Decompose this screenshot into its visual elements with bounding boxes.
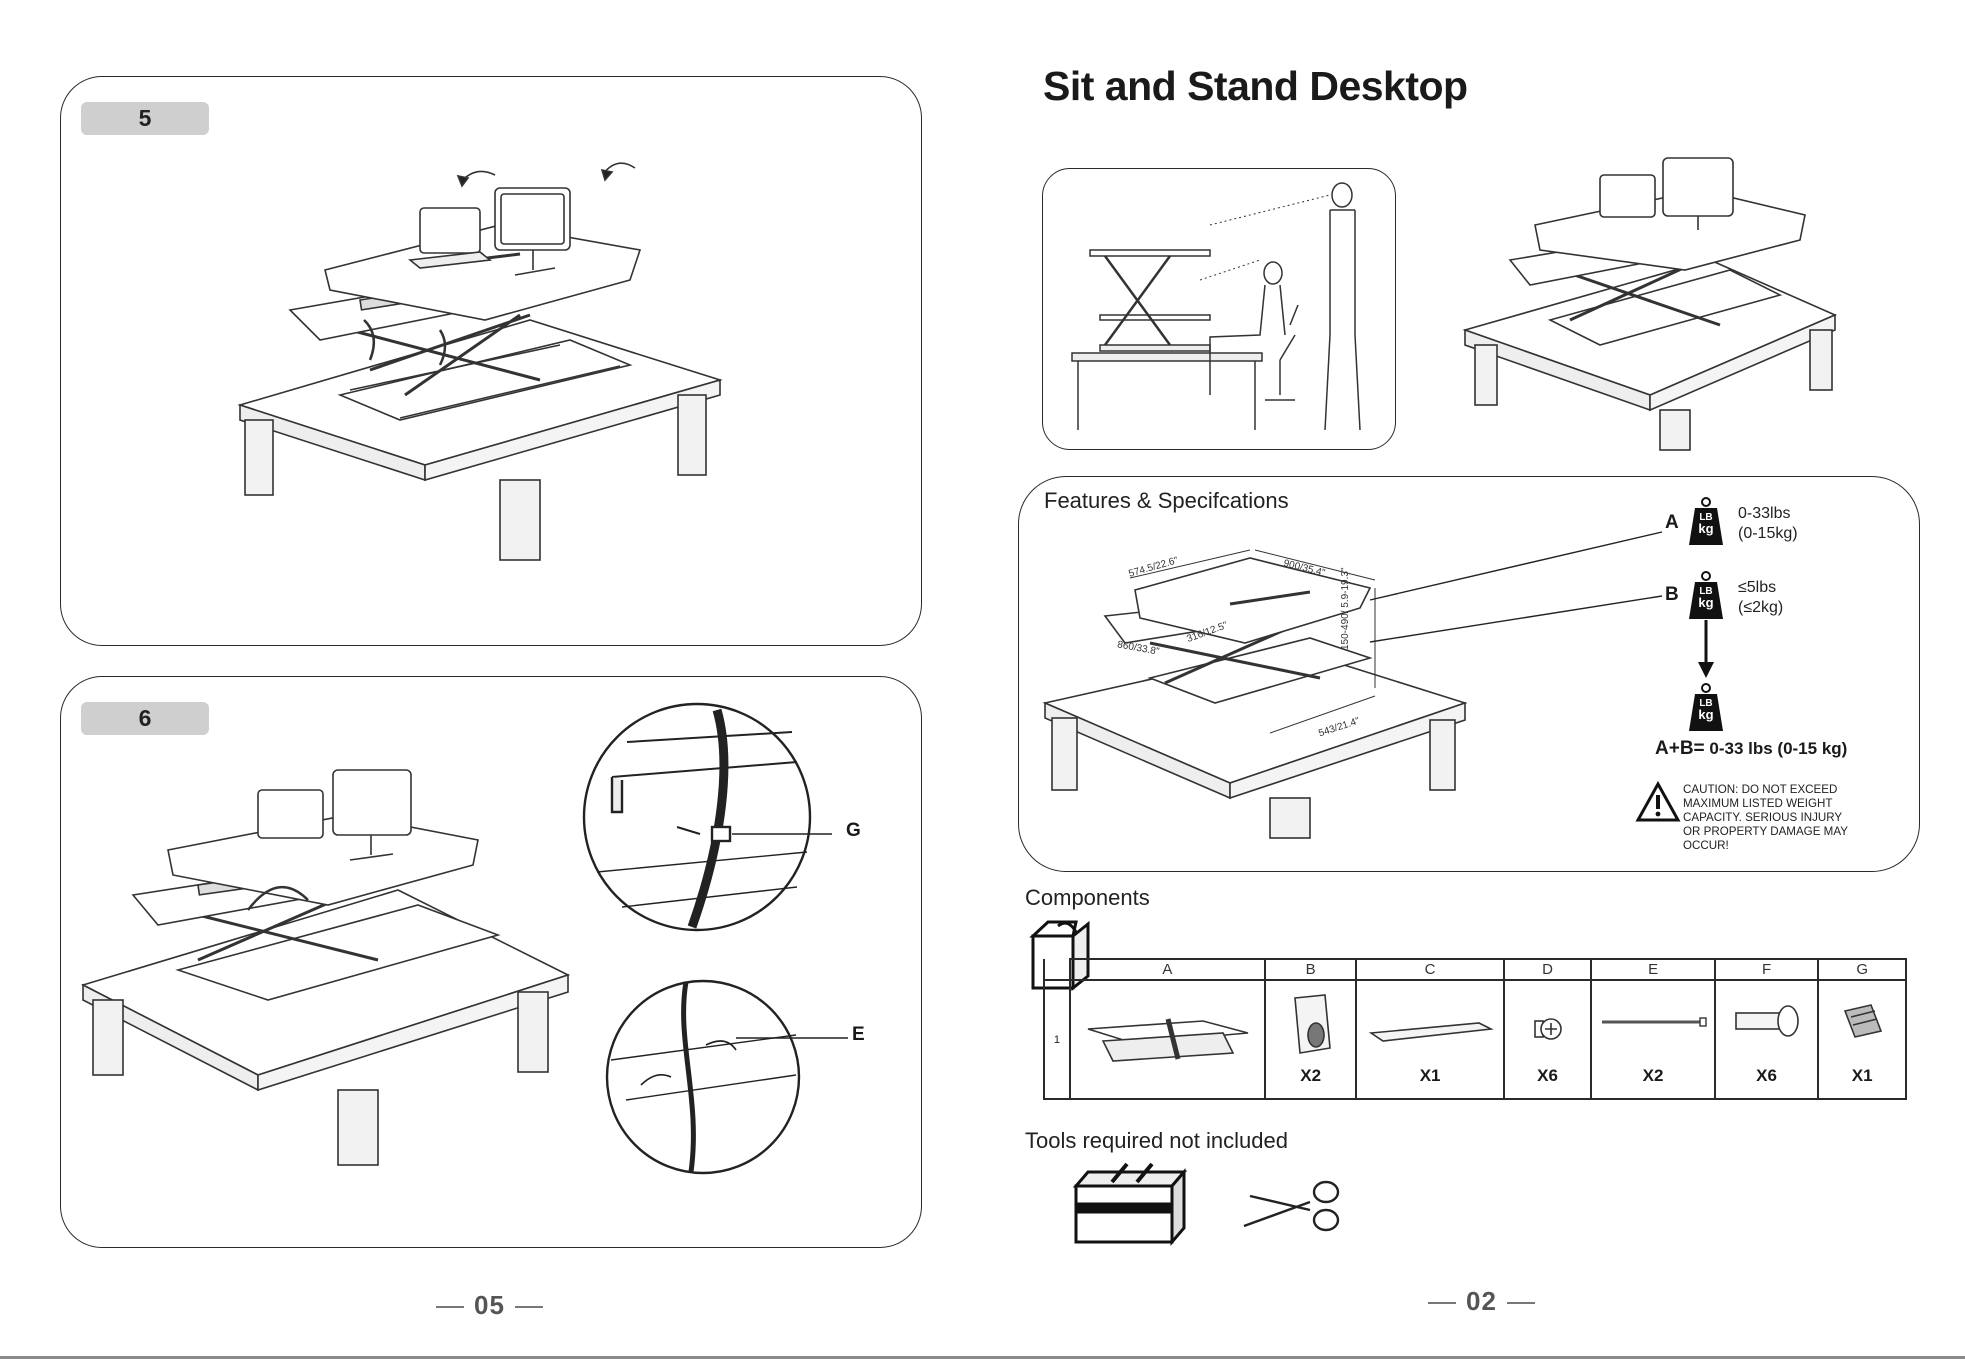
step-6-badge: 6 [81, 702, 209, 735]
component-d-cell: X6 [1502, 979, 1593, 1100]
features-heading: Features & Specifcations [1044, 488, 1289, 513]
detail-circle-g [582, 702, 832, 932]
sit-stand-illustration [1071, 182, 1361, 431]
step-5-illustration [237, 162, 723, 561]
component-a-cell [1068, 979, 1266, 1100]
column-header-f: F [1713, 958, 1820, 981]
desk-dimension-illustration [1042, 549, 1468, 839]
component-f-qty: X6 [1756, 1066, 1777, 1085]
weight-label-b: B [1665, 584, 1679, 605]
component-c-cell: X1 [1355, 979, 1505, 1100]
warning-icon [1635, 780, 1681, 822]
detail-circle-e [605, 979, 848, 1175]
sit-stand-comparison-panel [1042, 168, 1396, 450]
weight-icon-total [1689, 683, 1723, 731]
weight-label-a: A [1665, 512, 1679, 533]
weight-icon-total-lb: LB [1699, 698, 1713, 709]
component-b-cell: X2 [1263, 979, 1358, 1100]
components-table: A B C D E F G 1 X2 [1043, 958, 1907, 1100]
cable-clip-icon [1844, 1004, 1883, 1038]
total-capacity: A+B= 0-33 lbs (0-15 kg) [1655, 738, 1847, 760]
components-heading: Components [1025, 885, 1150, 910]
bracket-icon [1293, 994, 1331, 1054]
component-f-cell: X6 [1713, 979, 1820, 1100]
components-corner-cell [1043, 959, 1071, 981]
components-row: 1 X2 X1 [1043, 979, 1907, 1100]
total-prefix: A+B= [1655, 738, 1705, 759]
toolbox-icon [1072, 1162, 1188, 1247]
column-header-c: C [1355, 958, 1505, 981]
component-g-qty: X1 [1851, 1066, 1873, 1085]
component-e-cell: X2 [1590, 979, 1716, 1100]
component-b-qty: X2 [1300, 1066, 1322, 1085]
weight-a-lbs: 0-33lbs [1738, 505, 1791, 522]
caution-line-5: OCCUR! [1683, 839, 1729, 852]
callout-label-g: G [846, 820, 861, 841]
callout-label-e: E [852, 1024, 865, 1045]
weight-a-values: 0-33lbs (0-15kg) [1738, 504, 1798, 544]
page-number-left: 05 [426, 1290, 553, 1321]
column-header-b: B [1263, 958, 1358, 981]
weight-b-kg: (≤2kg) [1738, 599, 1784, 616]
weight-icon-b-kg: kg [1698, 595, 1714, 610]
total-value: 0-33 lbs (0-15 kg) [1709, 739, 1848, 758]
scissors-icon [1243, 1180, 1340, 1232]
column-header-g: G [1817, 958, 1907, 981]
bolt-icon [1734, 1005, 1799, 1037]
weight-icon-b [1689, 571, 1723, 619]
component-d-qty: X6 [1537, 1066, 1558, 1085]
caution-line-2: MAXIMUM LISTED WEIGHT [1683, 797, 1833, 810]
screw-icon [1533, 1018, 1562, 1040]
caution-line-4: OR PROPERTY DAMAGE MAY [1683, 825, 1848, 838]
component-a-qty [1071, 1086, 1264, 1098]
weight-leader-lines [1369, 531, 1663, 643]
page-number-right: 02 [1418, 1286, 1545, 1317]
rod-icon [1602, 1017, 1708, 1027]
page-title: Sit and Stand Desktop [1043, 63, 1468, 109]
column-header-d: D [1502, 958, 1593, 981]
weight-icon-a-lb: LB [1699, 512, 1713, 523]
weight-icon-a-kg: kg [1698, 521, 1714, 536]
caution-line-3: CAPACITY. SERIOUS INJURY [1683, 811, 1843, 824]
weight-b-lbs: ≤5lbs [1738, 579, 1777, 596]
weight-icon-b-lb: LB [1699, 586, 1713, 597]
tools-heading: Tools required not included [1025, 1128, 1288, 1153]
components-header-row: A B C D E F G [1043, 958, 1907, 981]
caution-text: CAUTION: DO NOT EXCEED MAXIMUM LISTED WE… [1683, 783, 1848, 853]
weight-a-kg: (0-15kg) [1738, 525, 1798, 542]
step-6-illustration [80, 769, 571, 1166]
weight-b-values: ≤5lbs (≤2kg) [1738, 578, 1783, 618]
standing-desk-illustration [1462, 157, 1838, 451]
page-number-left-text: 05 [474, 1290, 505, 1320]
weight-icon-a [1689, 497, 1723, 545]
weight-icon-total-kg: kg [1698, 707, 1714, 722]
weight-arrow [1698, 620, 1714, 678]
cable-tray-icon [1369, 1022, 1495, 1042]
desk-unit-icon [1087, 1018, 1249, 1062]
column-header-a: A [1068, 958, 1266, 981]
component-e-qty: X2 [1642, 1066, 1664, 1085]
component-c-qty: X1 [1419, 1066, 1441, 1085]
component-g-cell: X1 [1817, 979, 1907, 1100]
column-header-e: E [1590, 958, 1716, 981]
page-bottom-rule [0, 1356, 1965, 1359]
row-label: 1 [1043, 979, 1071, 1100]
page-number-right-text: 02 [1466, 1286, 1497, 1316]
step-5-badge: 5 [81, 102, 209, 135]
caution-line-1: CAUTION: DO NOT EXCEED [1683, 783, 1838, 796]
